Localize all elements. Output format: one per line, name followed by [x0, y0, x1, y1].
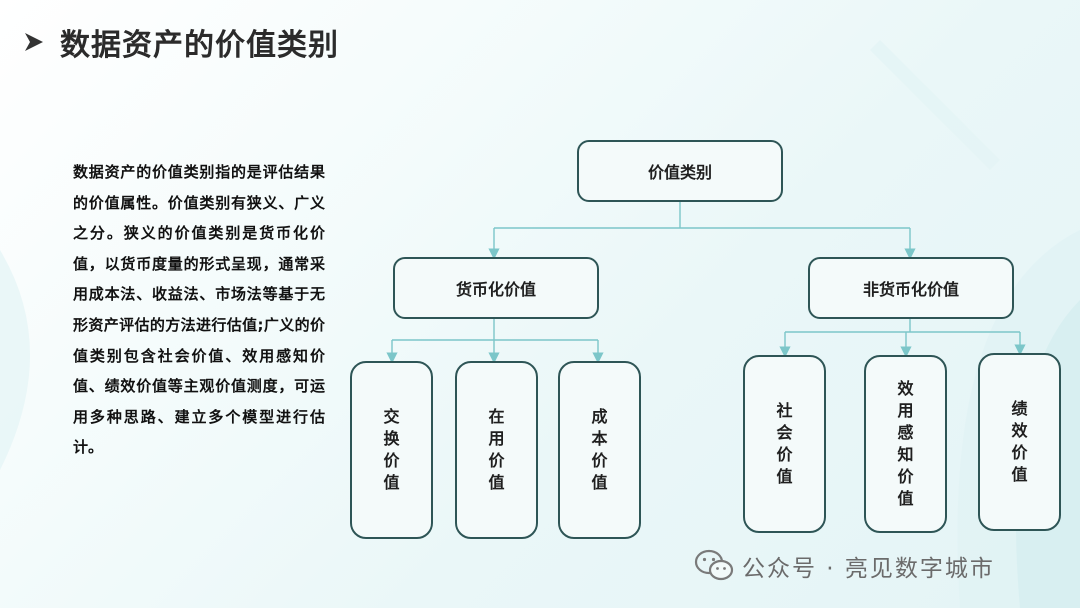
- vertical-label-char: 在: [488, 407, 505, 426]
- vertical-label-char: 值: [776, 467, 793, 486]
- vertical-label-char: 本: [591, 429, 608, 448]
- vertical-label-char: 效: [897, 379, 914, 398]
- node-utility-perception-value: 效用感知价值: [864, 355, 947, 533]
- vertical-label-char: 价: [488, 451, 505, 470]
- vertical-label-char: 值: [1011, 465, 1028, 484]
- vertical-label-char: 成: [591, 407, 608, 426]
- vertical-label-char: 社: [776, 401, 793, 420]
- vertical-label-char: 值: [488, 473, 505, 492]
- watermark-text: 公众号 · 亮见数字城市: [742, 556, 995, 582]
- node-cost-value-label: 成本价值: [591, 406, 607, 494]
- node-monetary-label: 货币化价值: [455, 280, 536, 299]
- vertical-label-char: 会: [776, 423, 793, 442]
- node-monetary: 货币化价值: [393, 257, 599, 319]
- watermark: 公众号 · 亮见数字城市: [694, 546, 995, 586]
- vertical-label-char: 价: [776, 445, 793, 464]
- vertical-label-char: 价: [897, 467, 914, 486]
- arrow-right-icon: [22, 29, 48, 55]
- node-non-monetary-label: 非货币化价值: [862, 280, 959, 299]
- vertical-label-char: 价: [1011, 443, 1028, 462]
- node-performance-value: 绩效价值: [978, 353, 1061, 531]
- node-in-use-value: 在用价值: [455, 361, 538, 539]
- vertical-label-char: 绩: [1011, 399, 1028, 418]
- node-root: 价值类别: [577, 140, 783, 202]
- vertical-label-char: 知: [897, 445, 914, 464]
- node-social-value-label: 社会价值: [776, 400, 792, 488]
- node-root-label: 价值类别: [647, 163, 712, 182]
- node-in-use-value-label: 在用价值: [488, 406, 504, 494]
- vertical-label-char: 值: [383, 473, 400, 492]
- node-social-value: 社会价值: [743, 355, 826, 533]
- node-utility-perception-value-label: 效用感知价值: [897, 378, 913, 510]
- wechat-icon: [694, 549, 734, 583]
- vertical-label-char: 用: [897, 401, 914, 420]
- node-cost-value: 成本价值: [558, 361, 641, 539]
- vertical-label-char: 价: [383, 451, 400, 470]
- intro-paragraph: 数据资产的价值类别指的是评估结果的价值属性。价值类别有狭义、广义之分。狭义的价值…: [73, 163, 325, 457]
- vertical-label-char: 值: [897, 489, 914, 508]
- title-row: 数据资产的价值类别: [22, 18, 339, 66]
- vertical-label-char: 交: [383, 407, 400, 426]
- page-title: 数据资产的价值类别: [60, 28, 339, 63]
- vertical-label-char: 换: [383, 429, 400, 448]
- vertical-label-char: 价: [591, 451, 608, 470]
- vertical-label-char: 用: [488, 429, 505, 448]
- vertical-label-char: 感: [897, 423, 914, 442]
- node-exchange-value-label: 交换价值: [383, 406, 399, 494]
- node-performance-value-label: 绩效价值: [1011, 398, 1027, 486]
- vertical-label-char: 值: [591, 473, 608, 492]
- node-exchange-value: 交换价值: [350, 361, 433, 539]
- node-non-monetary: 非货币化价值: [808, 257, 1014, 319]
- vertical-label-char: 效: [1011, 421, 1028, 440]
